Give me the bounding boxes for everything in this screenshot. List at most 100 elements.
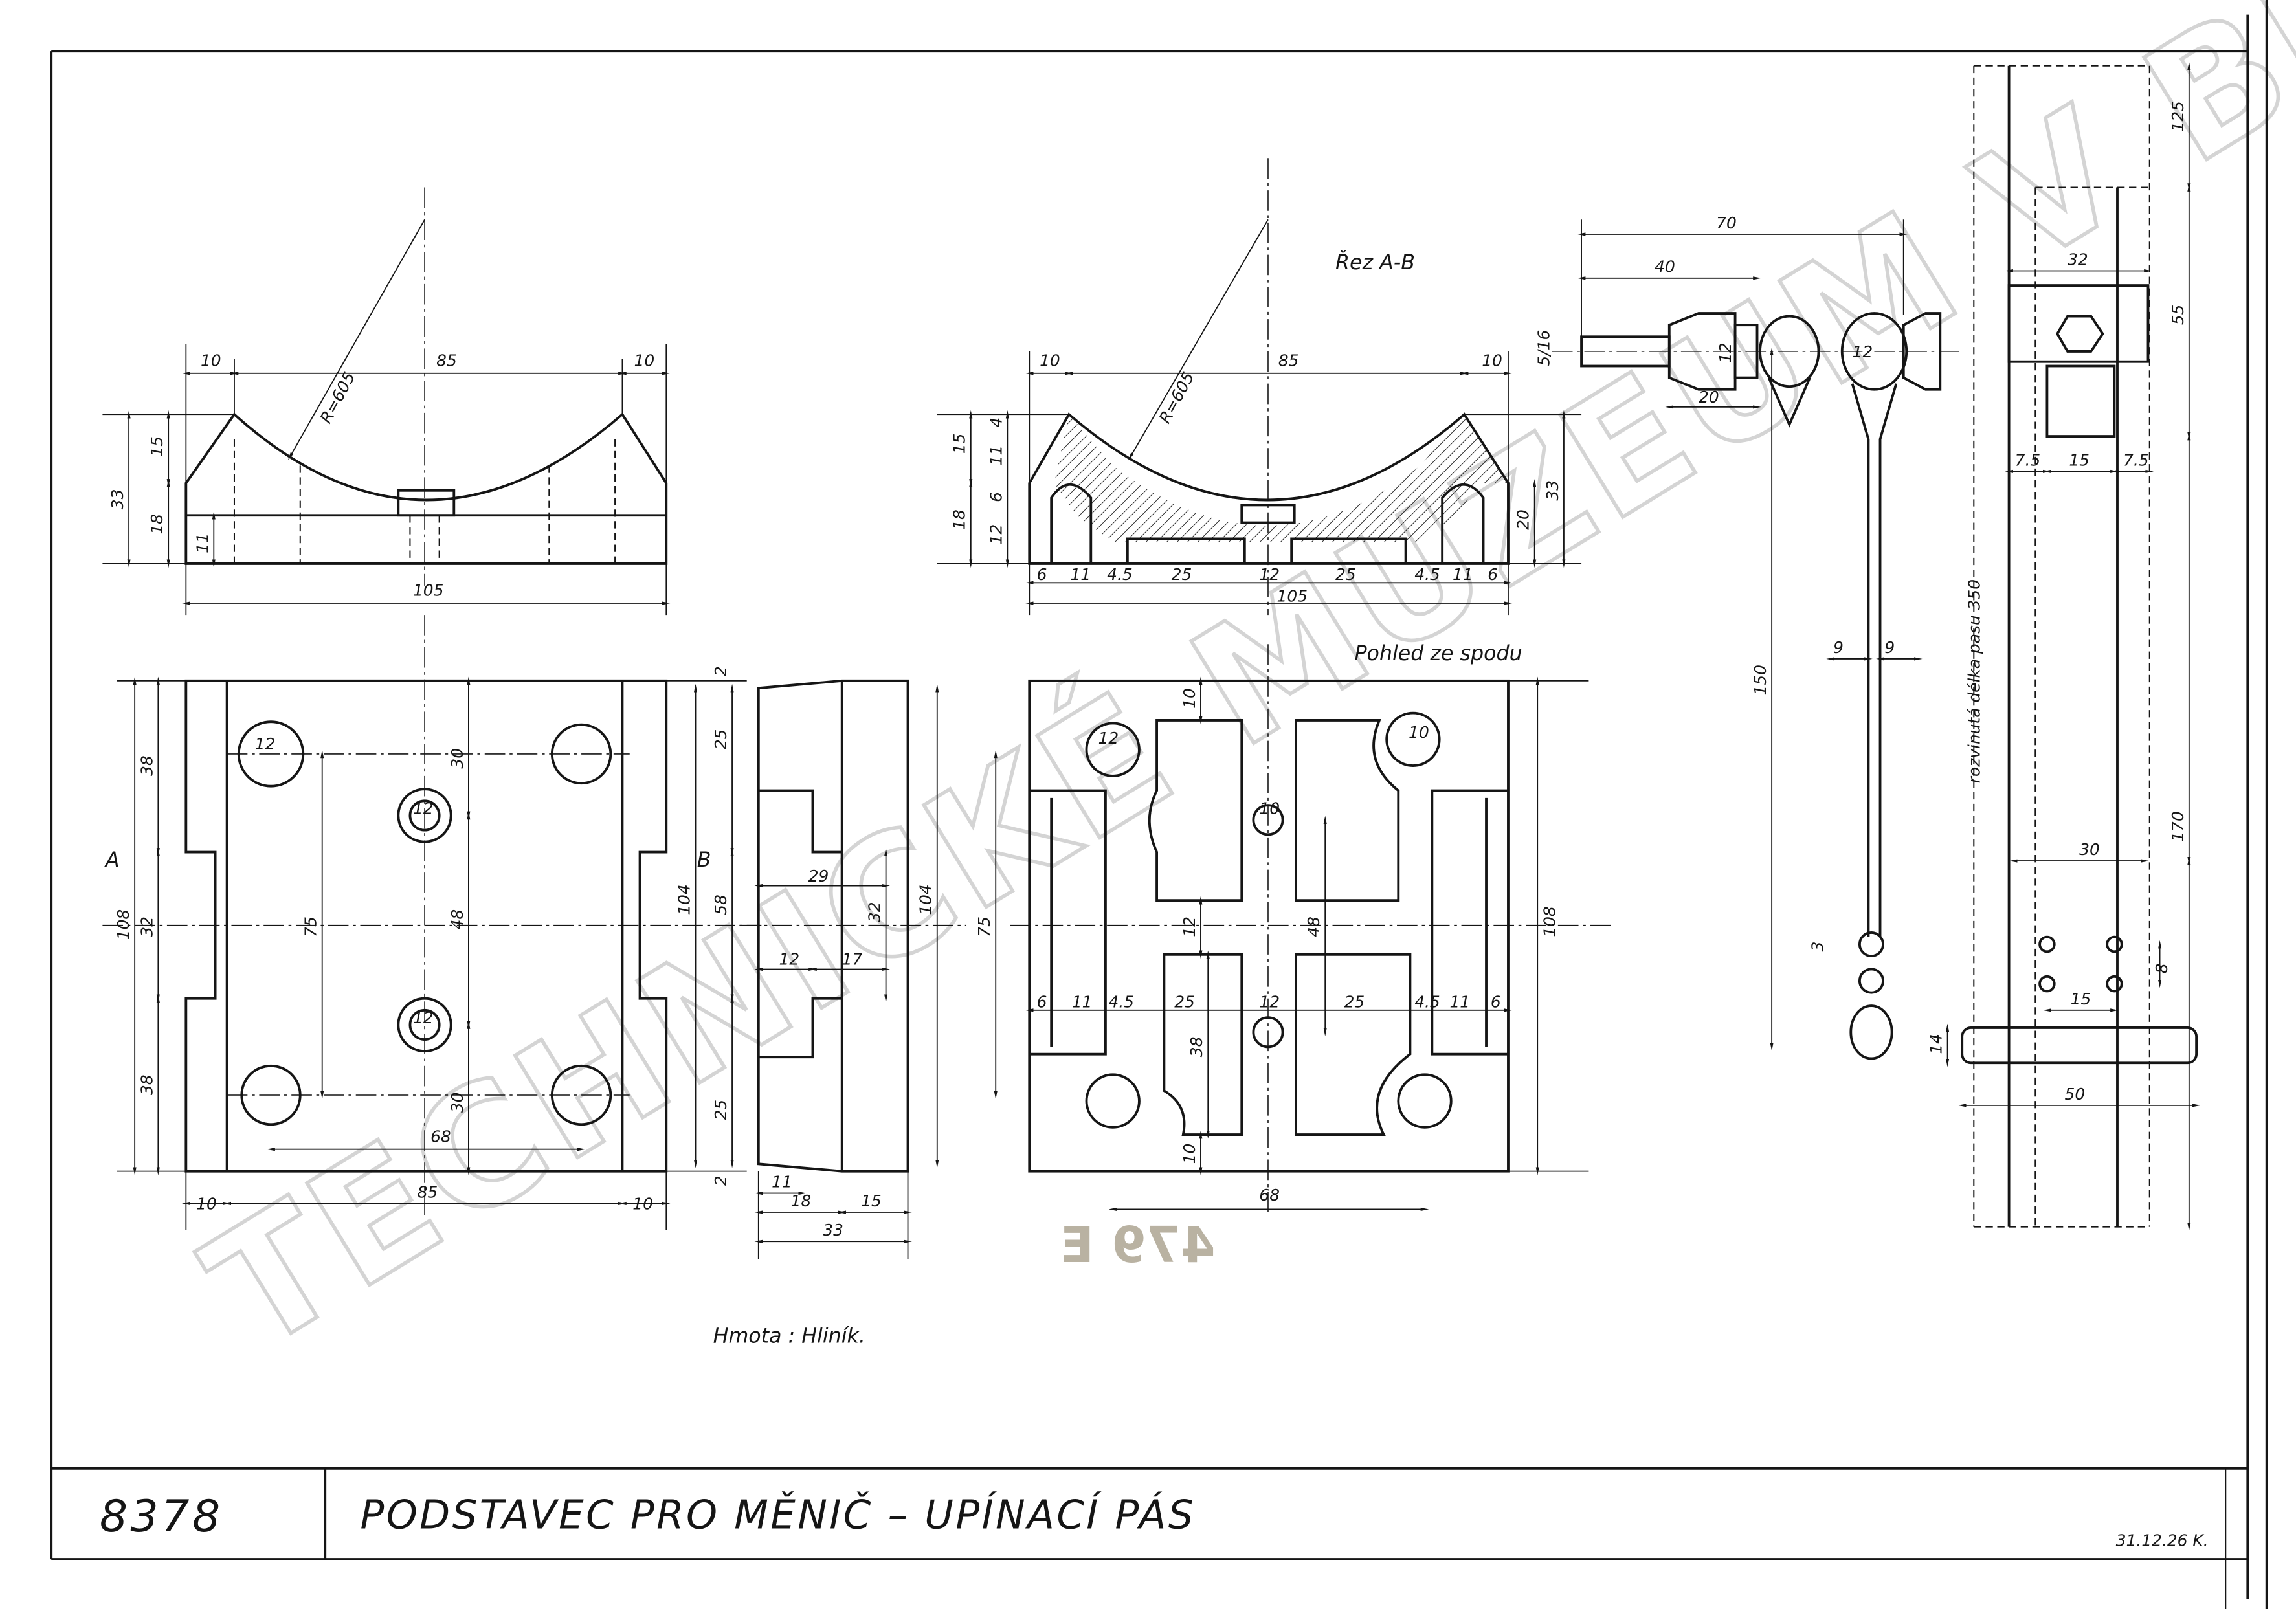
dim-label: 17 <box>842 950 863 969</box>
hole-dia-label: 12 <box>1098 729 1119 748</box>
date-signature: 31.12.26 K. <box>2116 1531 2209 1550</box>
dim-label: 55 <box>2168 305 2187 326</box>
dim-label: 10 <box>632 1194 653 1213</box>
dim-label: 2 <box>711 1175 730 1186</box>
dim-label: 6 <box>1037 992 1047 1011</box>
dim-label: 10 <box>201 351 221 370</box>
dim-label: 33 <box>1543 480 1562 501</box>
dim-label: 25 <box>711 1100 730 1120</box>
dim-label: 10 <box>634 351 655 370</box>
dim-label: 32 <box>2068 250 2088 269</box>
dim-label: 10 <box>1180 1144 1199 1164</box>
dim-label: 4.5 <box>1414 565 1440 584</box>
dim-label: 85 <box>436 351 457 370</box>
dim-label: 18 <box>791 1192 812 1210</box>
section-mark-b: B <box>697 849 711 872</box>
dim-label: 3 <box>1808 942 1827 952</box>
section-mark-a: A <box>104 849 120 872</box>
dim-label: 38 <box>1187 1037 1206 1058</box>
dim-label: 150 <box>1751 665 1770 695</box>
dim-label: 68 <box>430 1127 451 1146</box>
dim-label: 20 <box>1699 388 1719 406</box>
dim-label: 85 <box>1278 351 1299 370</box>
dim-label: 10 <box>1482 351 1502 370</box>
dim-label: 18 <box>950 509 969 530</box>
side-view: 29 32 12 17 11 18 15 33 104 <box>739 679 967 1259</box>
dim-label: 4.5 <box>1414 992 1440 1011</box>
dim-label: 12 <box>1180 916 1199 937</box>
dim-label: 12 <box>779 950 799 969</box>
dim-label: 4.5 <box>1107 565 1133 584</box>
section-label: Řez A-B <box>1335 250 1415 274</box>
dim-label: 125 <box>2168 101 2187 131</box>
dim-label: 38 <box>137 755 156 776</box>
dim-label: 75 <box>302 916 320 937</box>
dim-label: 6 <box>986 492 1005 502</box>
dim-label: 2 <box>711 666 730 676</box>
dim-label: 6 <box>1037 565 1047 584</box>
hole-dia-label: 12 <box>255 735 276 753</box>
dim-label: 25 <box>1335 565 1356 584</box>
dim-label: 20 <box>1514 509 1533 530</box>
radius-label: R=605 <box>1155 369 1198 427</box>
dim-label: 15 <box>950 434 969 454</box>
bottom-view: 10 12 10 75 48 108 38 12 10 10 6 11 4.5 … <box>975 644 1611 1215</box>
dim-label: 48 <box>448 909 467 930</box>
dim-label: 30 <box>448 1093 467 1113</box>
dim-label: 11 <box>772 1173 792 1192</box>
dim-label: 108 <box>1540 906 1559 937</box>
strap-view: 70 40 20 12 5/16 150 9 9 3 12 <box>1534 214 1963 1060</box>
dim-label: 105 <box>1277 587 1308 606</box>
hole-dia-label: 10 <box>1409 723 1429 742</box>
dim-label: 12 <box>1716 342 1735 363</box>
dim-label: 70 <box>1716 214 1737 232</box>
dim-label: 12 <box>1259 992 1280 1011</box>
dim-label: 15 <box>2069 450 2090 469</box>
plan-view: A B 108 38 32 38 75 30 48 30 68 12 12 12… <box>102 615 762 1230</box>
dim-label: 40 <box>1655 258 1675 276</box>
dim-label: 32 <box>137 916 156 937</box>
dim-label: 11 <box>986 445 1005 466</box>
front-view: 10 85 10 R=605 33 15 18 11 105 <box>102 187 671 616</box>
strap-side-view: 125 32 55 7.5 15 7.5 170 30 8 15 50 14 <box>1927 61 2201 1231</box>
dim-label: 7.5 <box>2015 450 2041 469</box>
dim-label: 11 <box>1453 565 1473 584</box>
dim-label: 14 <box>1927 1034 1946 1054</box>
dim-label: 15 <box>861 1192 882 1210</box>
dim-label: 32 <box>865 902 884 922</box>
dim-label: 48 <box>1304 916 1323 937</box>
dim-label: 11 <box>193 533 212 553</box>
dim-label: 170 <box>2168 811 2187 841</box>
material-note: Hmota : Hliník. <box>713 1324 865 1348</box>
dim-label: 108 <box>114 909 133 940</box>
dim-label: 25 <box>1172 565 1192 584</box>
dim-label: 4 <box>986 417 1005 428</box>
dim-label: 104 <box>917 884 935 915</box>
dim-label: 38 <box>137 1074 156 1095</box>
dim-label: 33 <box>108 489 127 510</box>
hole-dia-label: 12 <box>413 799 434 818</box>
dim-label: 58 <box>711 894 730 915</box>
dim-label: 6 <box>1491 992 1501 1011</box>
dim-label: 10 <box>1180 688 1199 709</box>
dim-label: 30 <box>2079 840 2100 859</box>
dim-label: 7.5 <box>2123 450 2149 469</box>
dim-label: 9 <box>1884 638 1895 657</box>
dim-label: 4.5 <box>1108 992 1134 1011</box>
dim-label: 12 <box>1259 565 1280 584</box>
dim-label: 15 <box>148 436 166 457</box>
dim-label: 11 <box>1071 565 1091 584</box>
dim-label: 25 <box>1344 992 1365 1011</box>
dim-label: 8 <box>2152 963 2171 973</box>
dim-label: 9 <box>1833 638 1844 657</box>
dim-label: 10 <box>196 1194 217 1213</box>
dim-label: 6 <box>1488 565 1498 584</box>
hole-dia-label: 10 <box>1259 799 1280 818</box>
dim-label: 75 <box>975 916 994 937</box>
hole-dia-label: 12 <box>413 1008 434 1027</box>
dim-label: 104 <box>674 884 693 915</box>
dim-label: 12 <box>986 524 1005 545</box>
drawing-number: 8378 <box>100 1491 223 1542</box>
dim-label: 85 <box>418 1182 438 1201</box>
